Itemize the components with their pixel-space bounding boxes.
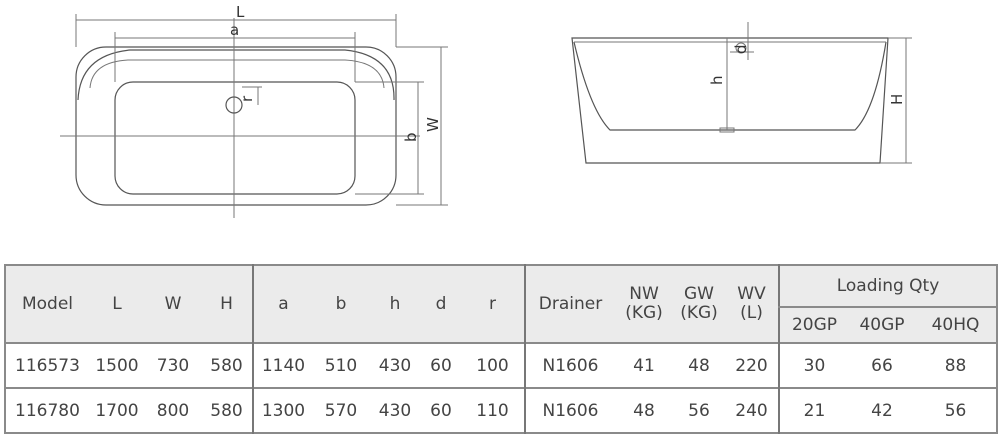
cell-wv: 220 bbox=[725, 342, 779, 388]
cell-gw: 48 bbox=[673, 342, 725, 388]
cell-r: 110 bbox=[461, 387, 525, 433]
cell-h-upper: 580 bbox=[201, 387, 253, 433]
header-b: b bbox=[313, 265, 369, 343]
cell-a: 1140 bbox=[252, 342, 313, 388]
cell-40gp: 66 bbox=[849, 342, 915, 388]
cell-a: 1300 bbox=[252, 387, 313, 433]
cell-model: 116573 bbox=[5, 342, 89, 388]
cell-w: 800 bbox=[145, 387, 201, 433]
dim-label-l: L bbox=[236, 3, 245, 21]
dim-label-b: b bbox=[402, 132, 420, 142]
cell-drainer: N1606 bbox=[524, 387, 615, 433]
header-wv-line1: WV bbox=[737, 284, 766, 304]
cell-h: 430 bbox=[369, 387, 421, 433]
header-gw-line1: GW bbox=[684, 284, 714, 304]
dim-label-d: d bbox=[732, 44, 750, 54]
top-view: L a r b W bbox=[60, 3, 448, 218]
header-gw-line2: (KG) bbox=[680, 303, 718, 323]
side-view: h d H bbox=[571, 22, 912, 164]
header-d: d bbox=[421, 265, 461, 343]
cell-drainer: N1606 bbox=[524, 342, 615, 388]
cell-20gp: 30 bbox=[778, 342, 849, 388]
cell-h-upper: 580 bbox=[201, 342, 253, 388]
dim-label-hh: H bbox=[888, 94, 906, 105]
table-row: 116573 1500 730 580 1140 510 430 60 100 … bbox=[5, 342, 998, 388]
header-gw: GW(KG) bbox=[673, 265, 725, 343]
cell-nw: 41 bbox=[615, 342, 673, 388]
header-nw-line2: (KG) bbox=[625, 303, 663, 323]
header-h: h bbox=[369, 265, 421, 343]
tub-outer-rim bbox=[75, 46, 397, 206]
cell-h: 430 bbox=[369, 342, 421, 388]
header-nw-line1: NW bbox=[629, 284, 659, 304]
drain-hole-icon bbox=[225, 96, 243, 114]
dim-label-r: r bbox=[238, 95, 256, 102]
header-row-1: Model L W H a b h d r Drainer NW(KG) GW(… bbox=[5, 265, 998, 343]
header-a: a bbox=[252, 265, 313, 343]
header-r: r bbox=[461, 265, 525, 343]
header-nw: NW(KG) bbox=[615, 265, 673, 343]
header-40hq: 40HQ bbox=[915, 307, 998, 343]
header-loading-qty: Loading Qty bbox=[777, 265, 998, 308]
cell-20gp: 21 bbox=[778, 387, 849, 433]
dim-label-w: W bbox=[424, 117, 442, 132]
cell-gw: 56 bbox=[673, 387, 725, 433]
backrest-curve bbox=[77, 49, 395, 101]
header-model: Model bbox=[5, 265, 89, 343]
dim-label-a: a bbox=[230, 21, 239, 39]
cell-40hq: 56 bbox=[915, 387, 998, 433]
cell-w: 730 bbox=[145, 342, 201, 388]
cell-wv: 240 bbox=[725, 387, 779, 433]
cell-nw: 48 bbox=[615, 387, 673, 433]
header-wv-line2: (L) bbox=[740, 303, 763, 323]
cell-model: 116780 bbox=[5, 387, 89, 433]
header-row-2: 20GP 40GP 40HQ bbox=[5, 307, 998, 343]
header-20gp: 20GP bbox=[778, 307, 849, 343]
cell-d: 60 bbox=[421, 342, 461, 388]
cell-40gp: 42 bbox=[849, 387, 915, 433]
tub-side-inner bbox=[573, 41, 887, 131]
table-row: 116780 1700 800 580 1300 570 430 60 110 … bbox=[5, 387, 998, 433]
header-l: L bbox=[89, 265, 145, 343]
cell-d: 60 bbox=[421, 387, 461, 433]
cell-l: 1500 bbox=[89, 342, 145, 388]
cell-40hq: 88 bbox=[915, 342, 998, 388]
spec-table: Model L W H a b h d r Drainer NW(KG) GW(… bbox=[4, 264, 999, 434]
cell-r: 100 bbox=[461, 342, 525, 388]
cell-b: 570 bbox=[313, 387, 369, 433]
header-h-upper: H bbox=[201, 265, 253, 343]
tub-inner-basin bbox=[114, 81, 356, 195]
tub-side-outer bbox=[571, 37, 889, 164]
bathtub-technical-drawing: L a r b W h d bbox=[60, 3, 912, 218]
header-drainer: Drainer bbox=[524, 265, 615, 343]
header-40gp: 40GP bbox=[849, 307, 915, 343]
header-wv: WV(L) bbox=[725, 265, 779, 343]
cell-b: 510 bbox=[313, 342, 369, 388]
overflow-icon bbox=[735, 42, 747, 54]
cell-l: 1700 bbox=[89, 387, 145, 433]
dim-label-h: h bbox=[708, 75, 726, 85]
backrest-inner-curve bbox=[89, 59, 385, 89]
header-w: W bbox=[145, 265, 201, 343]
